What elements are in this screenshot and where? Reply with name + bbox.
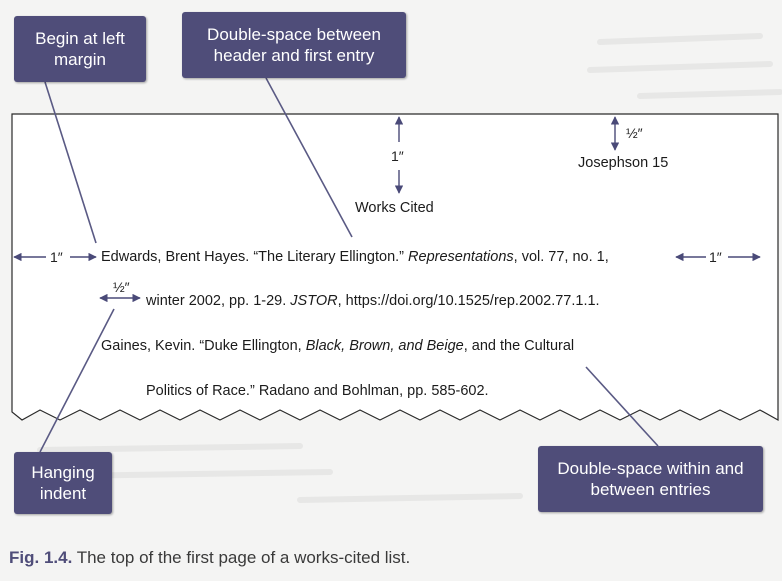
- entry-2-line-1: Gaines, Kevin. “Duke Ellington, Black, B…: [101, 337, 574, 355]
- figure-caption: Fig. 1.4. The top of the first page of a…: [9, 547, 410, 569]
- entry-1-line-1-end: , vol. 77, no. 1,: [513, 249, 609, 265]
- label-half-indent: ½″: [113, 279, 130, 295]
- entry-1-database: JSTOR: [290, 293, 338, 309]
- entry-2-line-1-end: , and the Cultural: [463, 338, 575, 354]
- entry-1-line-2: winter 2002, pp. 1-29. JSTOR, https://do…: [146, 292, 600, 310]
- entry-1-journal: Representations: [408, 249, 514, 265]
- works-cited-heading: Works Cited: [355, 200, 434, 216]
- leader-within-between: [585, 366, 659, 447]
- leader-double-header: [265, 77, 353, 238]
- entry-1-line-2-text: winter 2002, pp. 1-29.: [146, 293, 291, 309]
- entry-1-line-1: Edwards, Brent Hayes. “The Literary Elli…: [101, 248, 609, 266]
- entry-2-title: Black, Brown, and Beige: [305, 338, 464, 354]
- label-half-top: ½″: [626, 125, 643, 141]
- figure-label: Fig. 1.4.: [9, 548, 73, 567]
- leader-hanging: [39, 308, 115, 453]
- running-head: Josephson 15: [578, 155, 669, 171]
- entry-2-line-2: Politics of Race.” Radano and Bohlman, p…: [146, 383, 489, 399]
- callout-hanging-indent-text: Hanging indent: [31, 463, 95, 503]
- callout-double-header-text: Double-space between header and first en…: [207, 25, 381, 65]
- callout-within-between-text: Double-space within and between entries: [557, 459, 744, 499]
- label-one-right: 1″: [709, 249, 722, 265]
- label-one-top: 1″: [391, 148, 404, 164]
- entry-1-line-1-text: Edwards, Brent Hayes. “The Literary Elli…: [101, 249, 409, 265]
- callout-within-between: Double-space within and between entries: [538, 446, 763, 512]
- label-one-left: 1″: [50, 249, 63, 265]
- leader-left-margin: [44, 81, 97, 244]
- callout-left-margin-text: Begin at left margin: [35, 29, 125, 69]
- callout-hanging-indent: Hanging indent: [14, 452, 112, 514]
- entry-2-line-1-text: Gaines, Kevin. “Duke Ellington,: [101, 338, 306, 354]
- figure-caption-text: The top of the first page of a works-cit…: [72, 548, 411, 567]
- entry-1-line-2-end: , https://doi.org/10.1525/rep.2002.77.1.…: [337, 293, 600, 309]
- callout-left-margin: Begin at left margin: [14, 16, 146, 82]
- callout-double-header: Double-space between header and first en…: [182, 12, 406, 78]
